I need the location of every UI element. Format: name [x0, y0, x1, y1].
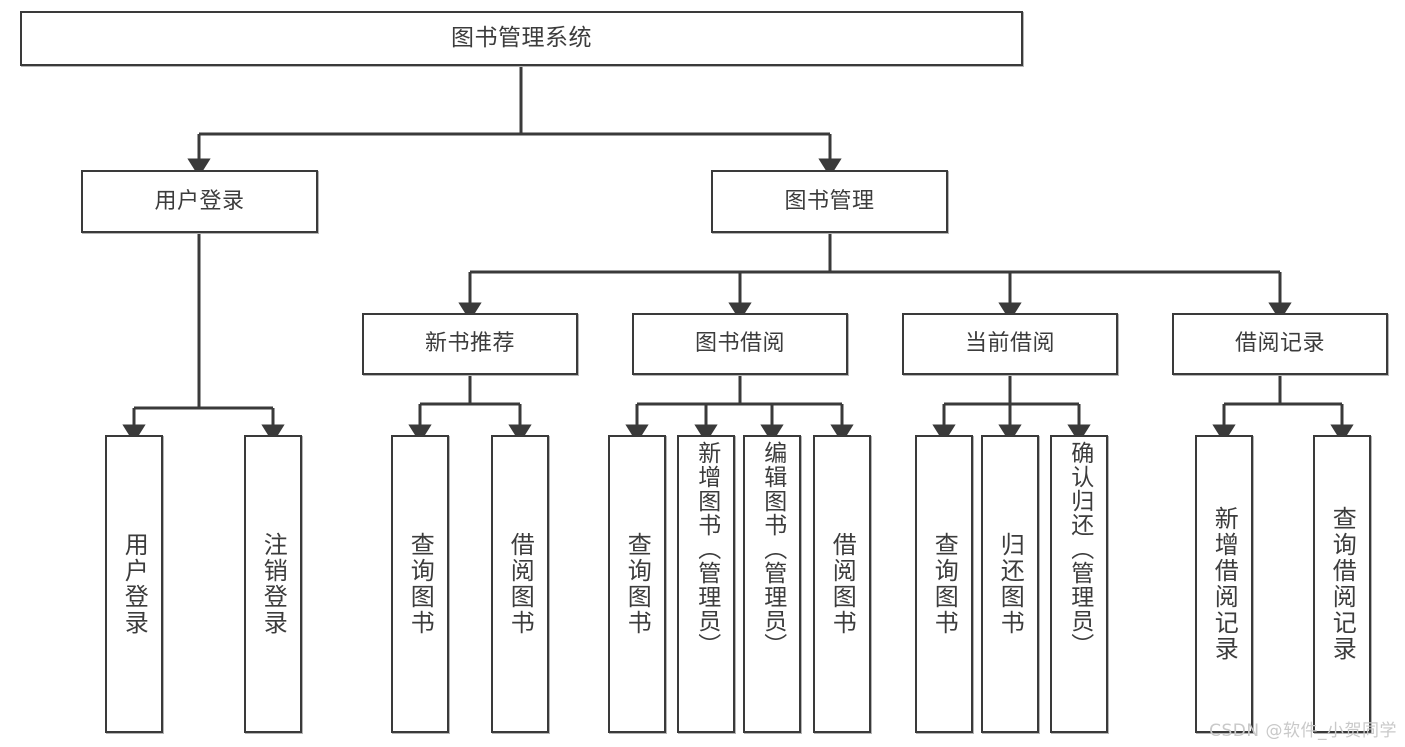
leaf-query-book-borrow[interactable]: 查询图书: [608, 435, 666, 733]
node-label: 用户登录: [154, 188, 245, 214]
node-label: 当前借阅: [964, 331, 1055, 357]
node-label: 借阅图书: [828, 532, 857, 636]
leaf-confirm-return-admin[interactable]: 确认归还（管理员）: [1050, 435, 1108, 733]
node-label: 新增图书（管理员）: [693, 441, 720, 657]
node-label: 查询图书: [406, 532, 435, 636]
csdn-watermark: CSDN @软件_小贺同学: [1209, 721, 1397, 741]
node-label: 新书推荐: [424, 331, 515, 357]
leaf-logout[interactable]: 注销登录: [244, 435, 302, 733]
node-current-borrowing[interactable]: 当前借阅: [902, 313, 1118, 375]
node-book-management[interactable]: 图书管理: [711, 170, 948, 233]
node-new-book-recommendation[interactable]: 新书推荐: [362, 313, 578, 375]
node-label: 确认归还（管理员）: [1066, 441, 1093, 657]
leaf-return-book[interactable]: 归还图书: [981, 435, 1039, 733]
node-label: 归还图书: [996, 532, 1025, 636]
leaf-query-book-current[interactable]: 查询图书: [915, 435, 973, 733]
node-book-borrowing[interactable]: 图书借阅: [632, 313, 848, 375]
node-label: 图书借阅: [694, 331, 785, 357]
node-label: 查询图书: [930, 532, 959, 636]
node-label: 查询借阅记录: [1328, 506, 1357, 662]
leaf-add-borrow-record[interactable]: 新增借阅记录: [1195, 435, 1253, 733]
node-label: 图书管理: [784, 188, 875, 214]
node-label: 查询图书: [623, 532, 652, 636]
node-label: 图书管理系统: [451, 24, 592, 51]
leaf-query-borrow-record[interactable]: 查询借阅记录: [1313, 435, 1371, 733]
leaf-add-book-admin[interactable]: 新增图书（管理员）: [677, 435, 735, 733]
node-label: 新增借阅记录: [1210, 506, 1239, 662]
node-borrowing-record[interactable]: 借阅记录: [1172, 313, 1388, 375]
node-label: 注销登录: [259, 532, 288, 636]
node-label: 借阅图书: [506, 532, 535, 636]
node-root-book-management-system[interactable]: 图书管理系统: [20, 11, 1023, 66]
leaf-borrow-book[interactable]: 借阅图书: [813, 435, 871, 733]
node-label: 借阅记录: [1234, 331, 1325, 357]
node-label: 编辑图书（管理员）: [759, 441, 786, 657]
leaf-query-book-recommend[interactable]: 查询图书: [391, 435, 449, 733]
node-user-login[interactable]: 用户登录: [81, 170, 318, 233]
leaf-user-login[interactable]: 用户登录: [105, 435, 163, 733]
node-label: 用户登录: [120, 532, 149, 636]
leaf-edit-book-admin[interactable]: 编辑图书（管理员）: [743, 435, 801, 733]
leaf-borrow-book-recommend[interactable]: 借阅图书: [491, 435, 549, 733]
